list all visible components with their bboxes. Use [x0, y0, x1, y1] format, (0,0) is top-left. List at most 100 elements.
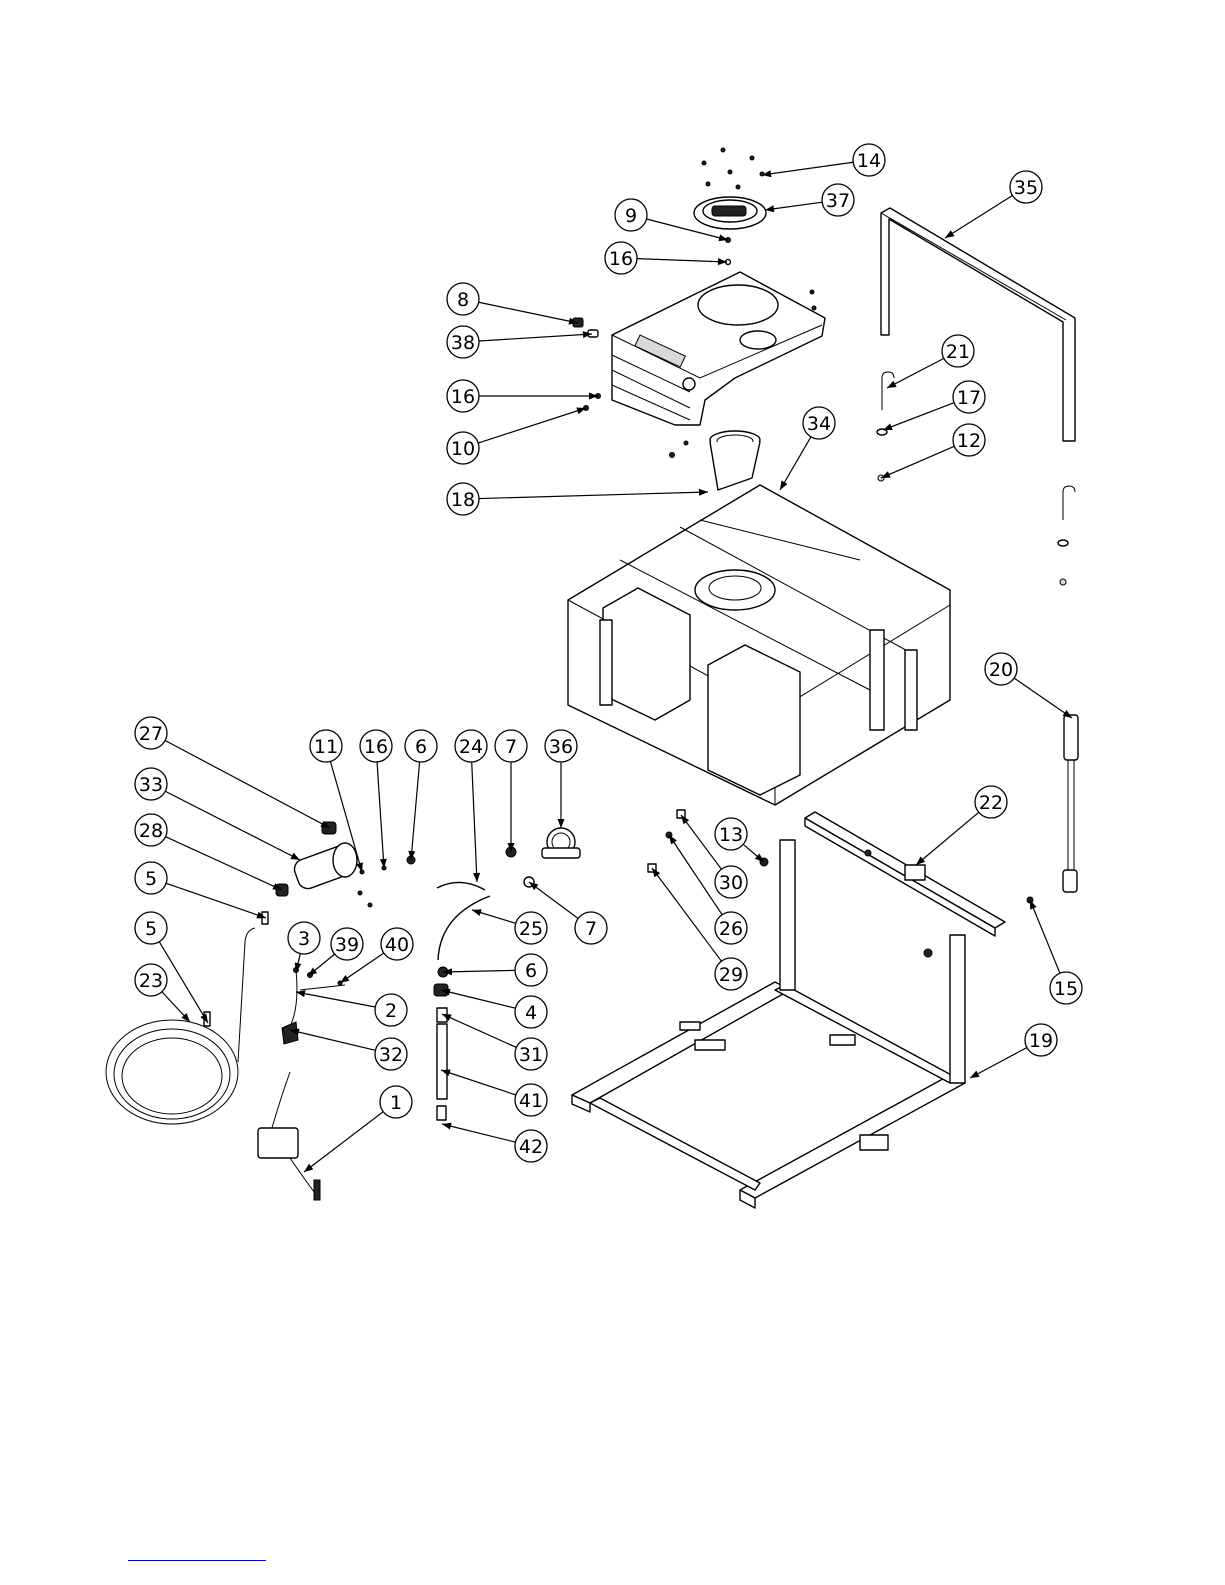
leader-line-14 — [762, 162, 853, 175]
balloon-6-low: 6 — [515, 954, 547, 986]
leader-line-35 — [945, 196, 1012, 238]
balloon-label: 4 — [525, 1002, 537, 1024]
leader-line-21 — [887, 358, 944, 388]
part-18-funnel — [710, 431, 760, 490]
part-14-screws — [702, 148, 764, 189]
leader-arrow-26 — [669, 835, 677, 844]
balloon-label: 18 — [451, 489, 475, 511]
balloon-label: 10 — [451, 438, 475, 460]
balloon-label: 15 — [1054, 978, 1078, 1000]
leader-line-31 — [442, 1014, 516, 1047]
balloon-label: 6 — [525, 960, 537, 982]
balloon-label: 42 — [519, 1136, 543, 1158]
balloon-16-mid: 16 — [447, 380, 479, 412]
balloon-label: 37 — [826, 190, 850, 212]
balloon-label: 16 — [364, 736, 388, 758]
balloon-label: 32 — [379, 1044, 403, 1066]
balloon-23: 23 — [135, 964, 167, 996]
leader-line-8 — [479, 302, 578, 323]
leader-line-16-low — [377, 762, 384, 868]
balloon-5-top: 5 — [135, 862, 167, 894]
balloon-10: 10 — [447, 432, 479, 464]
balloon-38: 38 — [447, 326, 479, 358]
part-1-control-box — [258, 1072, 320, 1200]
balloon-label: 2 — [385, 1000, 397, 1022]
leader-line-26 — [669, 835, 722, 915]
leader-line-34 — [780, 437, 811, 490]
leader-line-12 — [881, 446, 954, 478]
balloon-label: 21 — [946, 341, 970, 363]
balloon-35: 35 — [1010, 171, 1042, 203]
leader-line-16-top — [637, 259, 727, 262]
part-screw — [684, 441, 688, 445]
balloon-label: 26 — [719, 918, 743, 940]
balloon-2: 2 — [375, 994, 407, 1026]
balloon-label: 40 — [385, 934, 409, 956]
leader-line-19 — [970, 1048, 1027, 1078]
leader-line-17 — [883, 403, 954, 430]
leader-line-41 — [441, 1070, 516, 1095]
balloon-5-low: 5 — [135, 912, 167, 944]
balloon-32: 32 — [375, 1038, 407, 1070]
leader-line-20 — [1014, 678, 1072, 718]
leader-arrow-40 — [340, 975, 349, 983]
footer-underline-link[interactable] — [128, 1560, 266, 1561]
leader-line-5-top — [166, 883, 266, 918]
leader-arrow-19 — [970, 1071, 980, 1078]
leader-arrow-12 — [881, 471, 891, 478]
balloon-33: 33 — [135, 768, 167, 800]
balloon-12: 12 — [953, 424, 985, 456]
balloon-label: 33 — [139, 774, 163, 796]
part-24-25-hoses — [437, 882, 490, 960]
balloon-label: 23 — [139, 970, 163, 992]
balloon-16-low: 16 — [360, 730, 392, 762]
leader-line-29 — [652, 868, 721, 961]
leader-line-10 — [478, 408, 586, 443]
balloon-41: 41 — [515, 1084, 547, 1116]
leader-arrow-36 — [558, 819, 565, 828]
balloon-label: 7 — [505, 736, 517, 758]
balloon-13: 13 — [715, 818, 747, 850]
balloon-8: 8 — [447, 283, 479, 315]
balloon-label: 1 — [390, 1092, 402, 1114]
balloon-11: 11 — [310, 730, 342, 762]
balloon-label: 19 — [1029, 1030, 1053, 1052]
balloon-4: 4 — [515, 996, 547, 1028]
balloon-16-top: 16 — [605, 242, 637, 274]
balloon-34: 34 — [803, 407, 835, 439]
balloon-20: 20 — [985, 653, 1017, 685]
part-37-tank-lid — [694, 197, 766, 229]
balloon-label: 16 — [451, 386, 475, 408]
part-19-base-frame — [572, 812, 1005, 1208]
balloon-1: 1 — [380, 1086, 412, 1118]
balloon-18: 18 — [447, 483, 479, 515]
part-20-level-gauge — [1063, 715, 1078, 892]
balloon-label: 35 — [1014, 177, 1038, 199]
leader-arrow-21 — [887, 381, 897, 388]
balloon-label: 22 — [979, 792, 1003, 814]
balloon-label: 39 — [335, 934, 359, 956]
balloon-15: 15 — [1050, 972, 1082, 1004]
balloon-29: 29 — [715, 958, 747, 990]
leader-line-6-low — [443, 970, 515, 972]
balloon-label: 8 — [457, 289, 469, 311]
balloon-30: 30 — [715, 866, 747, 898]
balloon-label: 11 — [314, 736, 338, 758]
part-screw — [670, 453, 675, 458]
leader-line-42 — [442, 1124, 515, 1142]
leader-line-22 — [916, 812, 979, 865]
part-33-pump — [276, 822, 415, 907]
balloon-label: 34 — [807, 413, 831, 435]
balloon-7-low: 7 — [575, 912, 607, 944]
balloon-label: 25 — [519, 918, 543, 940]
balloon-label: 3 — [298, 928, 310, 950]
leader-arrow-24 — [473, 873, 480, 882]
balloon-label: 29 — [719, 964, 743, 986]
balloon-label: 12 — [957, 430, 981, 452]
part-34-tank — [568, 485, 950, 805]
leader-arrow-15 — [1030, 900, 1037, 910]
balloon-21: 21 — [942, 335, 974, 367]
leader-arrow-1 — [304, 1164, 313, 1172]
balloon-39: 39 — [331, 928, 363, 960]
leader-arrow-33 — [290, 853, 300, 860]
